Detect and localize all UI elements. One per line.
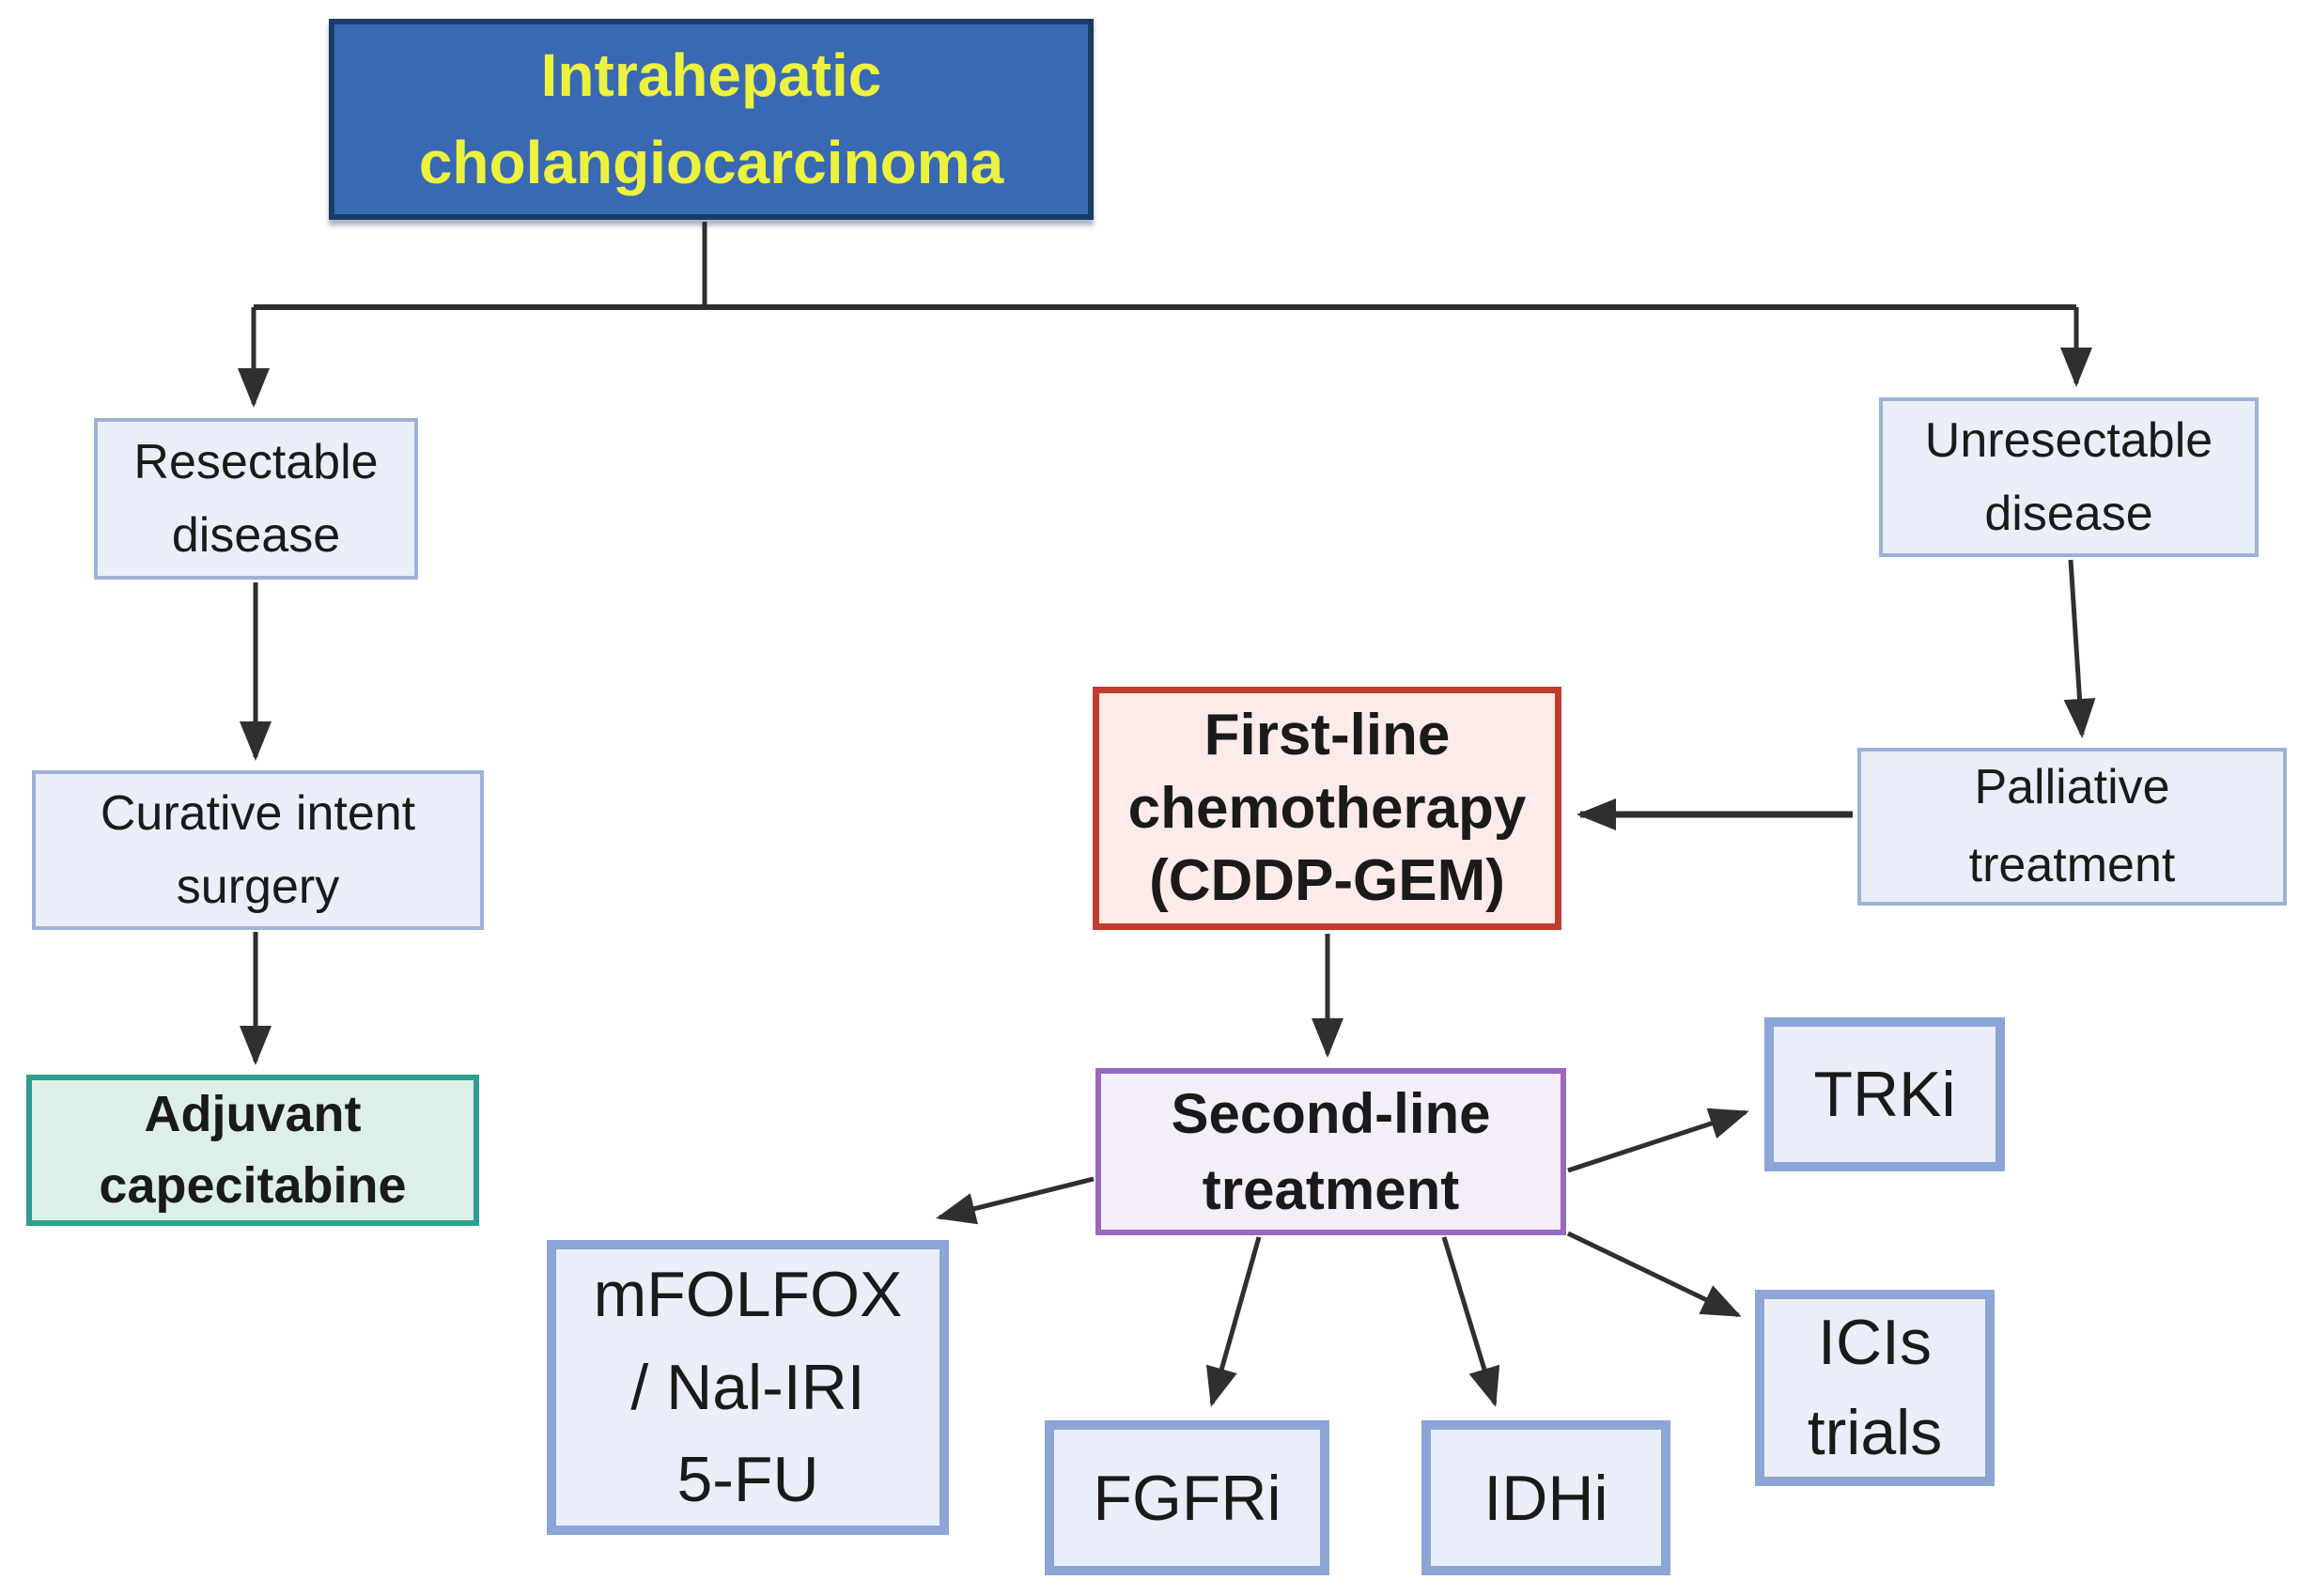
node-label-line: disease	[1984, 487, 2153, 541]
node-label-line: IDHi	[1483, 1462, 1608, 1534]
node-label-line: mFOLFOX	[593, 1259, 903, 1331]
node-label-line: Second-line	[1171, 1082, 1491, 1145]
node-label-line: trials	[1807, 1396, 1943, 1468]
node-label-line: cholangiocarcinoma	[418, 129, 1004, 196]
node-label-line: treatment	[1202, 1158, 1460, 1221]
node-label-line: Adjuvant	[144, 1085, 362, 1142]
node-label-line: (CDDP-GEM)	[1149, 848, 1505, 914]
node-label-line: chemotherapy	[1127, 775, 1527, 841]
node-label-line: surgery	[176, 860, 340, 914]
node-first-line-chemotherapy: First-line chemotherapy (CDDP-GEM)	[1093, 687, 1561, 930]
node-label-line: 5-FU	[676, 1444, 819, 1516]
node-label-line: First-line	[1204, 703, 1451, 768]
node-adjuvant-capecitabine: Adjuvant capecitabine	[26, 1075, 479, 1226]
node-idhi: IDHi	[1421, 1420, 1670, 1575]
node-palliative-treatment: Palliative treatment	[1857, 748, 2287, 906]
node-label-line: Palliative	[1974, 759, 2170, 814]
node-label-line: Intrahepatic	[540, 41, 882, 110]
node-label-line: FGFRi	[1093, 1462, 1281, 1534]
edge-second-line-to-trki	[1567, 1108, 1749, 1173]
node-label-line: disease	[171, 508, 341, 563]
node-intrahepatic-cholangiocarcinoma: Intrahepatic cholangiocarcinoma	[329, 19, 1094, 220]
node-resectable-disease: Resectable disease	[94, 418, 418, 580]
node-label-line: Resectable	[133, 435, 379, 489]
edge-second-line-to-mfolfox	[936, 1176, 1095, 1225]
edge-second-line-to-idhi	[1441, 1236, 1500, 1407]
node-label-line: Unresectable	[1924, 413, 2213, 468]
node-label-line: treatment	[1968, 838, 2176, 892]
edge-second-line-to-icis	[1566, 1231, 1742, 1318]
node-curative-intent-surgery: Curative intent surgery	[32, 770, 484, 930]
node-label-line: TRKi	[1813, 1059, 1956, 1130]
node-label-line: / Nal-IRI	[630, 1351, 865, 1423]
node-trki: TRKi	[1764, 1017, 2005, 1171]
node-unresectable-disease: Unresectable disease	[1879, 397, 2259, 557]
node-icis-trials: ICIs trials	[1755, 1290, 1995, 1486]
node-label-line: ICIs	[1818, 1307, 1932, 1379]
edge-unresectable-to-palliative	[2063, 559, 2096, 738]
node-mfolfox-nal-iri-5fu: mFOLFOX / Nal-IRI 5-FU	[547, 1240, 949, 1535]
node-label-line: Curative intent	[100, 786, 416, 841]
node-second-line-treatment: Second-line treatment	[1095, 1068, 1566, 1235]
edge-second-line-to-fgfri	[1205, 1236, 1262, 1407]
node-label-line: capecitabine	[99, 1156, 407, 1214]
node-fgfri: FGFRi	[1045, 1420, 1329, 1575]
